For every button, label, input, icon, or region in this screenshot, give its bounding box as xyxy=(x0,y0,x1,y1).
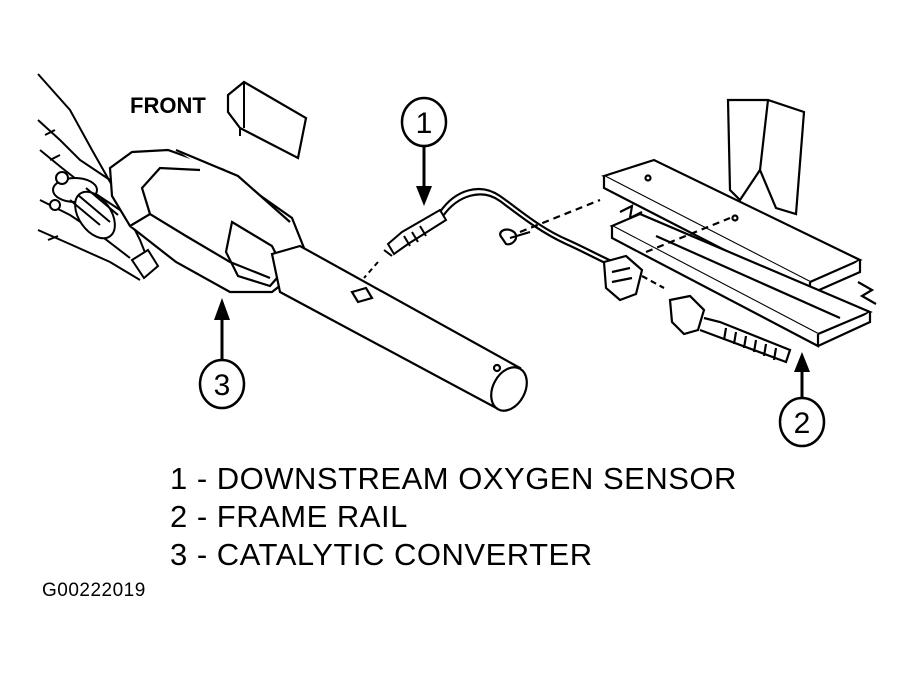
callout-3-number: 3 xyxy=(214,369,231,402)
callout-3: 3 xyxy=(198,298,246,410)
legend-item-1: 1 - DOWNSTREAM OXYGEN SENSOR xyxy=(170,461,737,496)
front-label: FRONT xyxy=(130,93,206,118)
legend-item-3: 3 - CATALYTIC CONVERTER xyxy=(170,537,593,572)
callout-2-arrowhead xyxy=(794,352,810,372)
front-direction-marker: FRONT xyxy=(130,80,308,160)
wire-connector xyxy=(602,254,792,364)
tailpipe xyxy=(270,244,528,412)
callout-2-number: 2 xyxy=(794,407,811,440)
callout-1-number: 1 xyxy=(416,107,433,140)
front-arrow-plate xyxy=(226,80,308,160)
callout-3-arrowhead xyxy=(214,298,230,320)
figure-id: G00222019 xyxy=(42,580,146,601)
callout-2: 2 xyxy=(778,352,826,448)
callout-1: 1 xyxy=(400,96,448,206)
transmission-housing xyxy=(37,73,160,281)
catalytic-converter xyxy=(108,148,306,294)
sensor-wire-harness xyxy=(439,187,615,268)
callout-1-arrowhead xyxy=(416,186,432,206)
legend-item-2: 2 - FRAME RAIL xyxy=(170,499,408,534)
legend: 1 - DOWNSTREAM OXYGEN SENSOR 2 - FRAME R… xyxy=(170,460,737,574)
frame-rail xyxy=(519,98,877,348)
oxygen-sensor xyxy=(363,208,448,279)
